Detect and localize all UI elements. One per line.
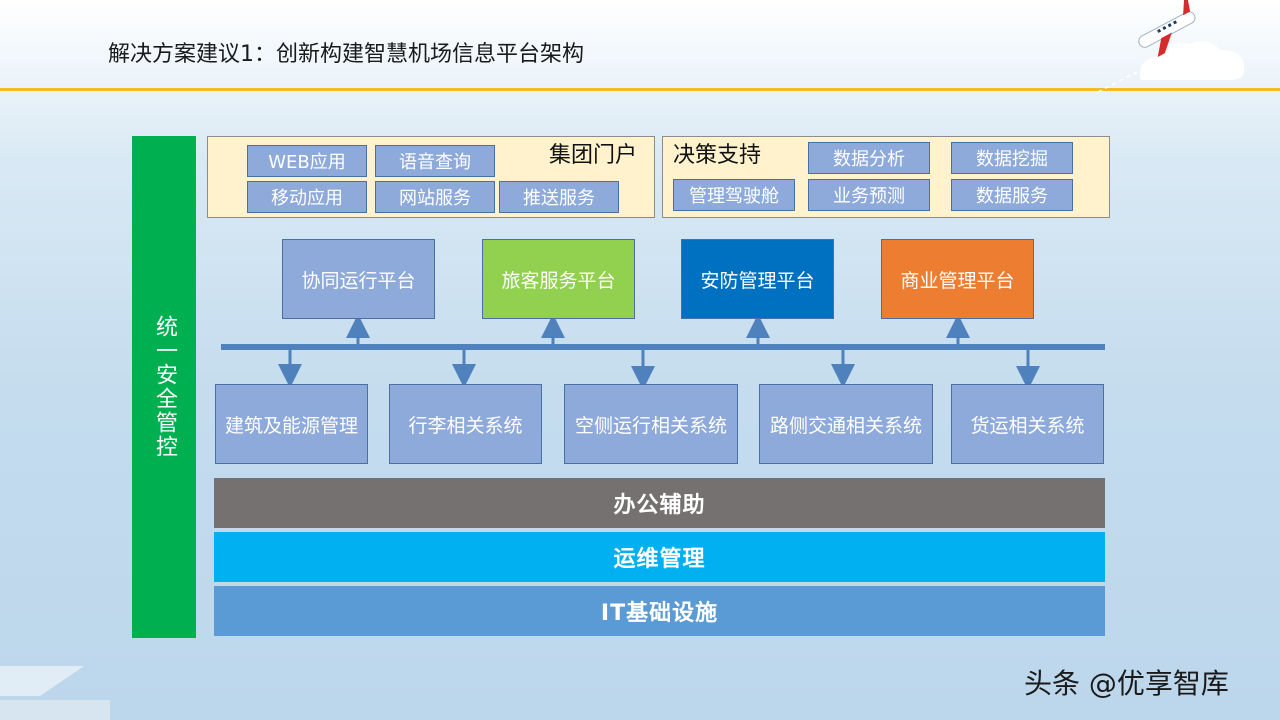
web-app-chip: WEB应用 bbox=[247, 145, 367, 177]
data-service-chip: 数据服务 bbox=[951, 179, 1073, 211]
corner-decoration bbox=[0, 666, 110, 720]
system-baggage: 行李相关系统 bbox=[389, 384, 542, 464]
system-cargo: 货运相关系统 bbox=[951, 384, 1104, 464]
push-service-chip: 推送服务 bbox=[499, 181, 619, 213]
platform-passenger-service: 旅客服务平台 bbox=[482, 239, 635, 319]
bus-line bbox=[221, 344, 1105, 350]
band-operations-maintenance: 运维管理 bbox=[214, 532, 1105, 582]
data-mining-chip: 数据挖掘 bbox=[951, 142, 1073, 174]
platform-security-management: 安防管理平台 bbox=[681, 239, 834, 319]
band-office-assistance: 办公辅助 bbox=[214, 478, 1105, 528]
band-it-infrastructure: IT基础设施 bbox=[214, 586, 1105, 636]
system-airside-operation: 空侧运行相关系统 bbox=[564, 384, 738, 464]
platform-commercial-management: 商业管理平台 bbox=[881, 239, 1034, 319]
group-portal-panel: 集团门户 WEB应用 语音查询 移动应用 网站服务 推送服务 bbox=[207, 136, 655, 218]
management-cockpit-chip: 管理驾驶舱 bbox=[673, 179, 795, 211]
page-title: 解决方案建议1：创新构建智慧机场信息平台架构 bbox=[108, 42, 584, 67]
source-watermark: 头条 @优享智库 bbox=[1024, 667, 1229, 700]
system-landside-traffic: 路侧交通相关系统 bbox=[759, 384, 933, 464]
data-analysis-chip: 数据分析 bbox=[808, 142, 930, 174]
business-forecast-chip: 业务预测 bbox=[808, 179, 930, 211]
airplane-icon bbox=[1097, 0, 1245, 93]
decision-support-label: 决策支持 bbox=[673, 143, 762, 168]
unified-security-control-bar: 统一安全管控 bbox=[132, 136, 196, 638]
cloud-icon bbox=[1139, 41, 1245, 80]
platform-collaborative-operation: 协同运行平台 bbox=[282, 239, 435, 319]
website-service-chip: 网站服务 bbox=[375, 181, 495, 213]
voice-query-chip: 语音查询 bbox=[375, 145, 495, 177]
mobile-app-chip: 移动应用 bbox=[247, 181, 367, 213]
group-portal-label: 集团门户 bbox=[549, 143, 638, 168]
decision-support-panel: 决策支持 数据分析 数据挖掘 管理驾驶舱 业务预测 数据服务 bbox=[662, 136, 1110, 218]
system-building-energy: 建筑及能源管理 bbox=[215, 384, 368, 464]
title-underline bbox=[0, 88, 1280, 91]
